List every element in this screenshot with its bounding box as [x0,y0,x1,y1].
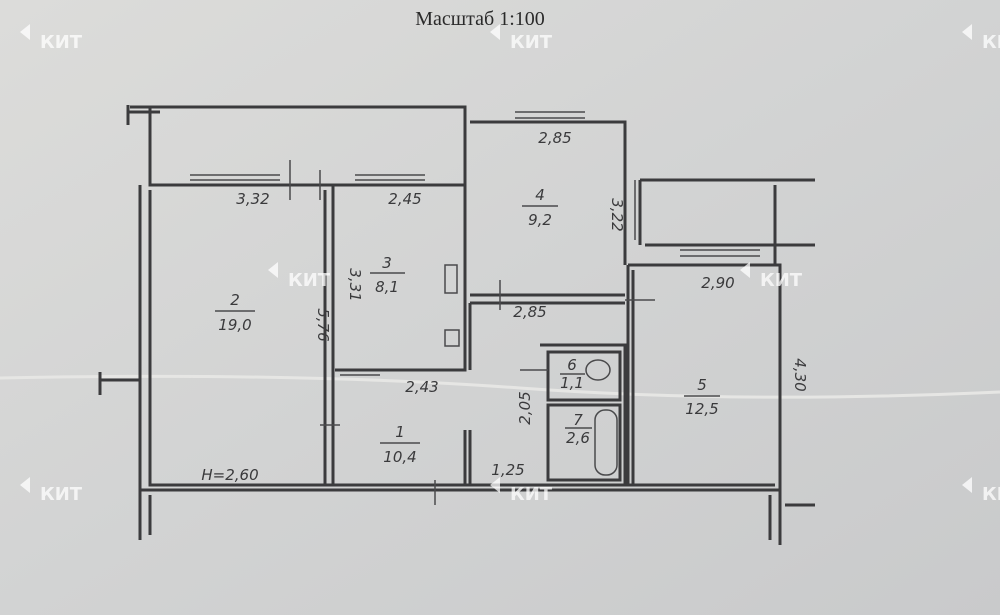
svg-text:7: 7 [573,411,583,429]
room-3: 38,1 [370,254,405,296]
svg-text:3: 3 [382,254,392,272]
room-5: 512,5 [684,376,720,418]
watermark-logo: КИТ [490,477,553,505]
svg-text:КИТ: КИТ [40,484,83,505]
walls [98,105,815,545]
svg-text:5: 5 [697,376,707,394]
svg-text:КИТ: КИТ [288,270,331,291]
scale-title: Масштаб 1:100 [415,8,545,30]
watermarks: КИТ КИТ КИТ КИТ КИТ КИТ КИТ КИТ [20,24,1000,505]
svg-text:1,25: 1,25 [491,461,524,479]
watermark-logo: КИТ [962,477,1000,505]
watermark-logo: КИТ [20,24,83,53]
svg-text:3,32: 3,32 [236,190,269,208]
room-6: 61,1 [560,356,585,392]
watermark-logo: КИТ [962,24,1000,53]
svg-text:2,85: 2,85 [538,129,571,147]
watermark-logo: КИТ [490,24,553,53]
svg-text:6: 6 [567,356,577,374]
svg-text:2,05: 2,05 [516,391,534,424]
svg-text:3,31: 3,31 [346,268,364,301]
svg-text:12,5: 12,5 [685,400,718,418]
svg-text:2,85: 2,85 [513,303,546,321]
svg-text:4,30: 4,30 [791,358,809,391]
room-2: 219,0 [215,291,255,334]
svg-text:10,4: 10,4 [383,448,416,466]
watermark-logo: КИТ [20,477,83,505]
svg-text:КИТ: КИТ [510,32,553,53]
dimension-labels: 3,32 2,45 2,85 3,22 3,31 5,76 2,85 2,90 … [201,129,809,484]
svg-text:1,1: 1,1 [560,374,584,392]
svg-text:2,45: 2,45 [388,190,421,208]
svg-text:2,43: 2,43 [405,378,438,396]
svg-text:8,1: 8,1 [375,278,399,296]
svg-text:H=2,60: H=2,60 [201,466,258,484]
svg-text:КИТ: КИТ [510,484,553,505]
svg-text:2,6: 2,6 [566,429,590,447]
svg-text:5,76: 5,76 [314,308,332,341]
svg-text:4: 4 [535,186,545,204]
watermark-logo: КИТ [268,262,331,291]
room-4: 49,2 [522,186,558,229]
room-1: 110,4 [380,423,420,466]
svg-text:КИТ: КИТ [760,270,803,291]
svg-text:КИТ: КИТ [40,32,83,53]
paper-fold [0,374,1000,399]
svg-text:1: 1 [395,423,405,441]
svg-text:2,90: 2,90 [701,274,734,292]
svg-text:9,2: 9,2 [528,211,552,229]
room-labels: 110,4 219,0 38,1 49,2 512,5 61,1 72,6 [215,186,720,466]
svg-text:19,0: 19,0 [218,316,251,334]
watermark-logo: КИТ [740,262,803,291]
svg-text:2: 2 [230,291,240,309]
room-7: 72,6 [565,411,592,447]
svg-text:КИТ: КИТ [982,484,1000,505]
svg-text:КИТ: КИТ [982,32,1000,53]
svg-text:3,22: 3,22 [608,198,626,231]
